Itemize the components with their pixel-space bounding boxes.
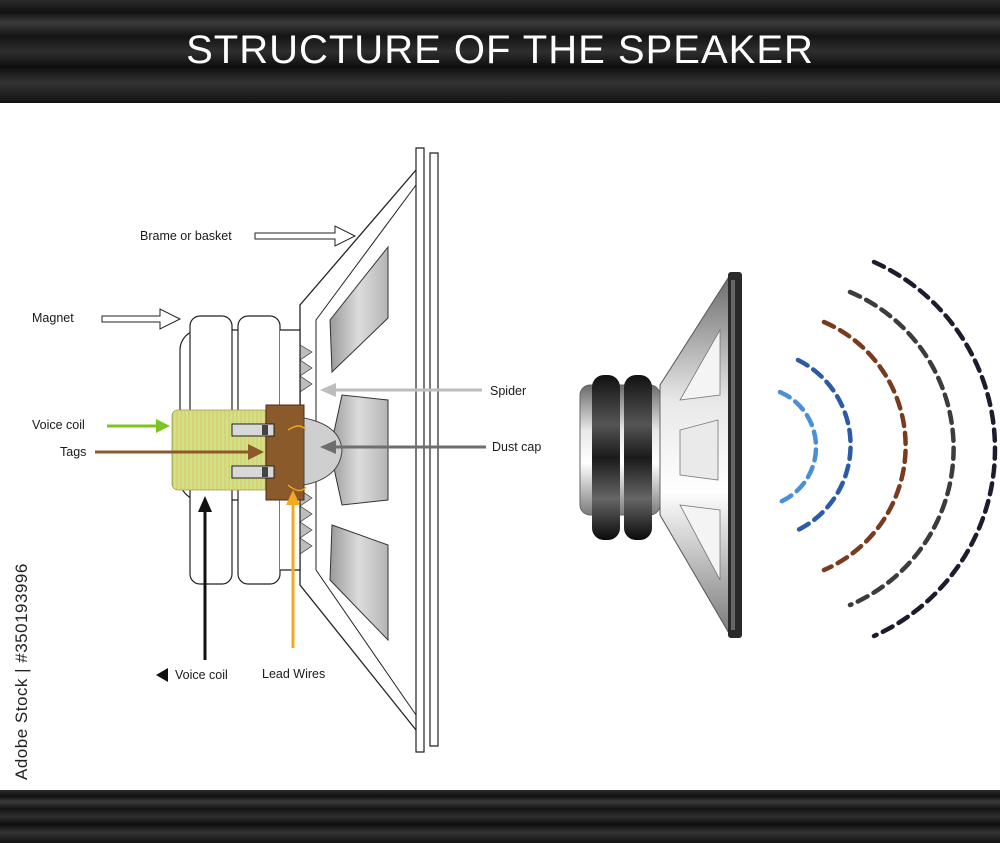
sound-waves [777, 259, 998, 639]
sound-wave-3 [821, 319, 908, 573]
label-voice-coil-top: Voice coil [32, 418, 85, 432]
magnet-ring-1 [592, 375, 620, 540]
bobbin [265, 404, 305, 501]
magnet-arrow [101, 308, 182, 330]
magnet-ring-2 [624, 375, 652, 540]
label-magnet: Magnet [32, 311, 74, 325]
callout-arrows [95, 225, 486, 682]
frame-arrow [254, 225, 357, 247]
label-spider: Spider [490, 384, 527, 398]
bottom-banner [0, 790, 1000, 843]
label-frame: Brame or basket [140, 229, 232, 243]
label-tags: Tags [60, 445, 87, 459]
frame-flange [415, 147, 425, 753]
sound-wave-2 [795, 357, 853, 533]
lead-wire-curl [287, 425, 307, 492]
frame-flange-outer [429, 152, 439, 747]
dust-cap-arrowhead [320, 440, 336, 454]
stock-id: Adobe Stock | #350193996 [12, 563, 31, 780]
sound-wave-4 [847, 289, 956, 608]
dust-cap [303, 417, 343, 486]
top-banner [0, 0, 1000, 103]
lead-wires-arrowhead [286, 490, 300, 505]
cross-section [171, 147, 439, 753]
speaker-3d [579, 272, 742, 638]
sound-wave-1 [777, 389, 819, 505]
label-voice-coil-bottom: Voice coil [175, 668, 228, 682]
label-dust-cap: Dust cap [492, 440, 542, 454]
tags-arrowhead [248, 444, 264, 460]
cone-window-mid [329, 394, 389, 506]
page-title: STRUCTURE OF THE SPEAKER [186, 28, 814, 72]
cone-window-top [329, 245, 389, 374]
voice-coil-bullet [156, 668, 168, 682]
cone-window-bottom [329, 524, 389, 642]
sound-wave-5 [871, 259, 998, 639]
spider-arrowhead [320, 383, 336, 397]
label-lead-wires: Lead Wires [262, 667, 326, 681]
spider-top [299, 344, 313, 393]
voice-coil-bottom-arrowhead [198, 496, 212, 512]
voice-coil-arrowhead [156, 419, 170, 433]
